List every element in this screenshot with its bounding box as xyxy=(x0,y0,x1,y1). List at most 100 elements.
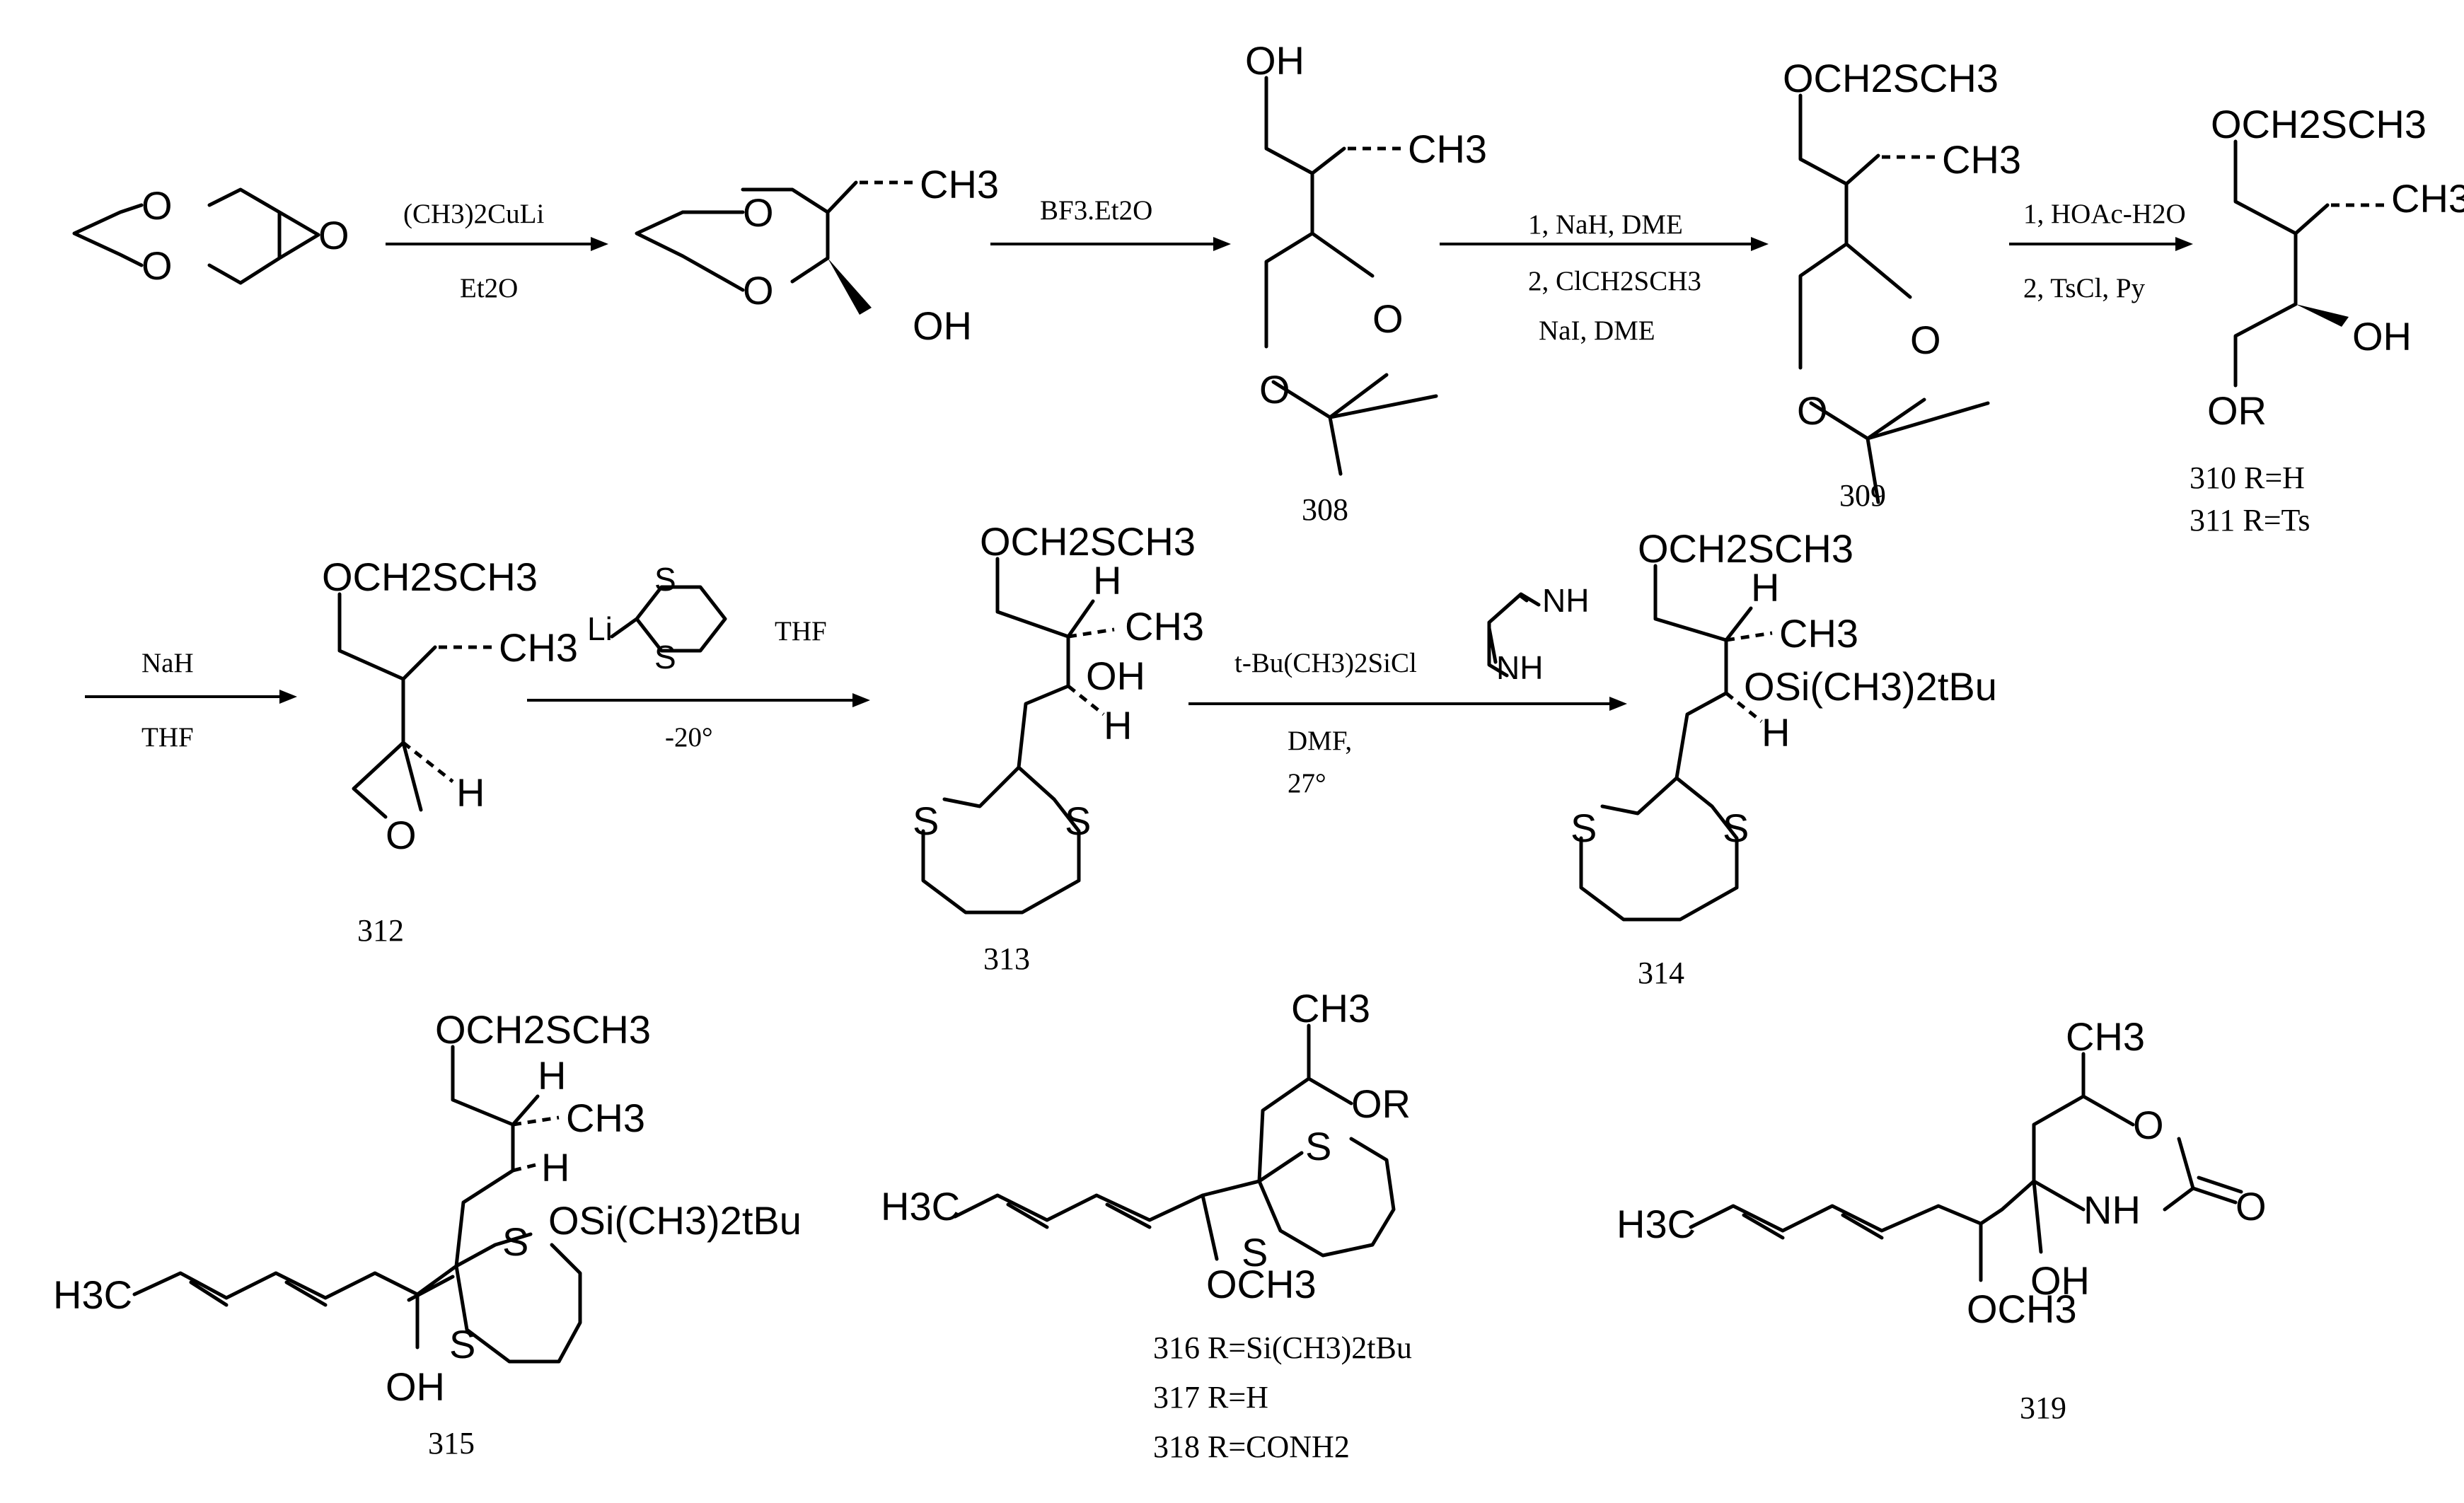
atom-n-imid: NH xyxy=(1496,649,1543,686)
compound-319-structure: CH3 O O NH H3C OH OCH3 319 xyxy=(1616,1014,2267,1425)
label-309: 309 xyxy=(1839,478,1886,513)
atom-ch3-312: CH3 xyxy=(499,625,578,670)
reaction-arrow-7: t-Bu(CH3)2SiCl DMF, 27° NH NH xyxy=(1188,582,1627,799)
reagent-above-7: t-Bu(CH3)2SiCl xyxy=(1234,648,1417,678)
atom-o-ring2: O xyxy=(141,243,173,288)
atom-oh-308: OH xyxy=(1245,38,1305,83)
imidazole-reagent: NH NH xyxy=(1487,582,1589,686)
atom-s-li2: S xyxy=(654,639,676,675)
compound-310-311-structure: OCH2SCH3 CH3 OH OR 310 R=H 311 R=Ts xyxy=(2190,102,2464,538)
reagent-above-3: 1, NaH, DME xyxy=(1528,209,1683,240)
atom-oh-b: OH xyxy=(913,303,972,348)
atom-h-313b: H xyxy=(1104,703,1132,748)
reagent-above-4: 1, HOAc-H2O xyxy=(2023,199,2186,229)
atom-o-309b: O xyxy=(1797,388,1828,433)
atom-h3c-316: H3C xyxy=(881,1184,960,1229)
reaction-arrow-5: NaH THF xyxy=(85,648,297,753)
atom-oh-313: OH xyxy=(1086,654,1145,698)
reaction-arrow-6: THF -20° Li S S xyxy=(527,561,870,753)
label-318: 318 R=CONH2 xyxy=(1153,1429,1350,1464)
reagent-below-4: 2, TsCl, Py xyxy=(2023,273,2146,303)
atom-o-319ring: O xyxy=(2133,1103,2164,1147)
reaction-arrow-1: (CH3)2CuLi Et2O xyxy=(386,199,608,303)
atom-o-b1: O xyxy=(743,190,774,235)
reagent-below-1: Et2O xyxy=(460,273,518,303)
atom-o-b2: O xyxy=(743,268,774,313)
compound-313-structure: OCH2SCH3 H CH3 OH H S S 313 xyxy=(913,519,1204,976)
label-311: 311 R=Ts xyxy=(2190,503,2310,538)
label-308: 308 xyxy=(1302,492,1348,527)
atom-ch3-310: CH3 xyxy=(2391,176,2464,221)
atom-och2sch3-309: OCH2SCH3 xyxy=(1783,56,1999,100)
atom-h3c-315: H3C xyxy=(53,1272,132,1317)
atom-och3-319: OCH3 xyxy=(1967,1287,2077,1331)
atom-o-epoxide: O xyxy=(318,213,349,257)
atom-ch3-309: CH3 xyxy=(1942,137,2021,182)
compound-309-structure: OCH2SCH3 CH3 O O 309 xyxy=(1783,56,2021,513)
atom-och2sch3-315: OCH2SCH3 xyxy=(435,1007,651,1052)
reaction-arrow-4: 1, HOAc-H2O 2, TsCl, Py xyxy=(2009,199,2193,303)
atom-h-315a: H xyxy=(538,1053,566,1098)
atom-s-315b: S xyxy=(449,1322,475,1366)
reagent-below-6: -20° xyxy=(665,722,713,753)
label-319: 319 xyxy=(2020,1391,2066,1425)
compound-315-structure: OCH2SCH3 H CH3 H OSi(CH3)2tBu H3C S S OH… xyxy=(53,1007,802,1461)
atom-s-315a: S xyxy=(502,1219,528,1264)
atom-h-314a: H xyxy=(1751,565,1779,610)
reagent-above-6: THF xyxy=(775,616,827,646)
compound-316-318-structure: CH3 OR H3C S S OCH3 316 R=Si(CH3)2tBu 31… xyxy=(881,986,1412,1464)
atom-o-309a: O xyxy=(1910,318,1941,362)
atom-h-314b: H xyxy=(1762,710,1790,755)
atom-o-319carbonyl: O xyxy=(2235,1184,2267,1229)
atom-s-314b: S xyxy=(1723,806,1749,850)
atom-nh-imid: NH xyxy=(1542,582,1589,619)
label-315: 315 xyxy=(428,1426,475,1461)
atom-och3-316: OCH3 xyxy=(1206,1262,1317,1306)
atom-o-ring1: O xyxy=(141,183,173,228)
atom-och2sch3-313: OCH2SCH3 xyxy=(980,519,1196,564)
atom-ch3-316: CH3 xyxy=(1291,986,1370,1031)
reagent-above-2: BF3.Et2O xyxy=(1040,195,1152,226)
dioxane-alcohol-structure: O O CH3 OH xyxy=(635,162,999,348)
atom-li: Li xyxy=(587,610,613,647)
reagent-above-5: NaH xyxy=(141,648,194,678)
reaction-arrow-2: BF3.Et2O xyxy=(990,195,1231,251)
atom-otbs-315: OSi(CH3)2tBu xyxy=(548,1198,802,1243)
atom-oh-310: OH xyxy=(2352,314,2412,359)
reagent-below-3: 2, ClCH2SCH3 xyxy=(1528,266,1701,296)
label-312: 312 xyxy=(357,913,404,948)
atom-och2sch3-312: OCH2SCH3 xyxy=(322,555,538,599)
label-316: 316 R=Si(CH3)2tBu xyxy=(1153,1330,1412,1365)
atom-h-313a: H xyxy=(1093,558,1121,603)
atom-h-315b: H xyxy=(541,1145,569,1190)
atom-s-313b: S xyxy=(1065,799,1091,843)
atom-oh-319: OH xyxy=(2030,1258,2090,1303)
reagent-above-1: (CH3)2CuLi xyxy=(403,199,544,229)
atom-s-316a: S xyxy=(1305,1124,1331,1168)
reagent-below-5: THF xyxy=(141,722,194,753)
label-314: 314 xyxy=(1638,956,1684,990)
atom-o-308b: O xyxy=(1259,367,1290,412)
compound-312-structure: OCH2SCH3 CH3 H O 312 xyxy=(322,555,578,948)
atom-h3c-319: H3C xyxy=(1616,1202,1696,1246)
atom-s-313a: S xyxy=(913,799,939,843)
lithio-dithiane-reagent: Li S S xyxy=(587,561,727,675)
atom-ch3-319: CH3 xyxy=(2066,1014,2145,1059)
atom-ch3-313: CH3 xyxy=(1125,604,1204,649)
atom-otbs-314: OSi(CH3)2tBu xyxy=(1744,664,1997,709)
atom-or-316: OR xyxy=(1351,1081,1411,1126)
reagent-below-7: DMF, xyxy=(1288,726,1352,756)
atom-s-li1: S xyxy=(654,561,676,598)
dioxane-epoxide-structure: O O O xyxy=(72,183,349,288)
atom-ch3-315: CH3 xyxy=(566,1096,645,1140)
atom-nh-319: NH xyxy=(2083,1188,2141,1232)
atom-oh-315: OH xyxy=(386,1364,445,1409)
atom-o-312: O xyxy=(386,813,417,857)
compound-314-structure: OCH2SCH3 H CH3 OSi(CH3)2tBu H S S 314 xyxy=(1571,526,1997,990)
reagent-below-7b: 27° xyxy=(1288,768,1326,799)
atom-ch3-b: CH3 xyxy=(920,162,999,207)
atom-ch3-314: CH3 xyxy=(1779,611,1858,656)
atom-s-316b: S xyxy=(1242,1230,1268,1275)
reaction-arrow-3: 1, NaH, DME 2, ClCH2SCH3 NaI, DME xyxy=(1440,209,1769,346)
